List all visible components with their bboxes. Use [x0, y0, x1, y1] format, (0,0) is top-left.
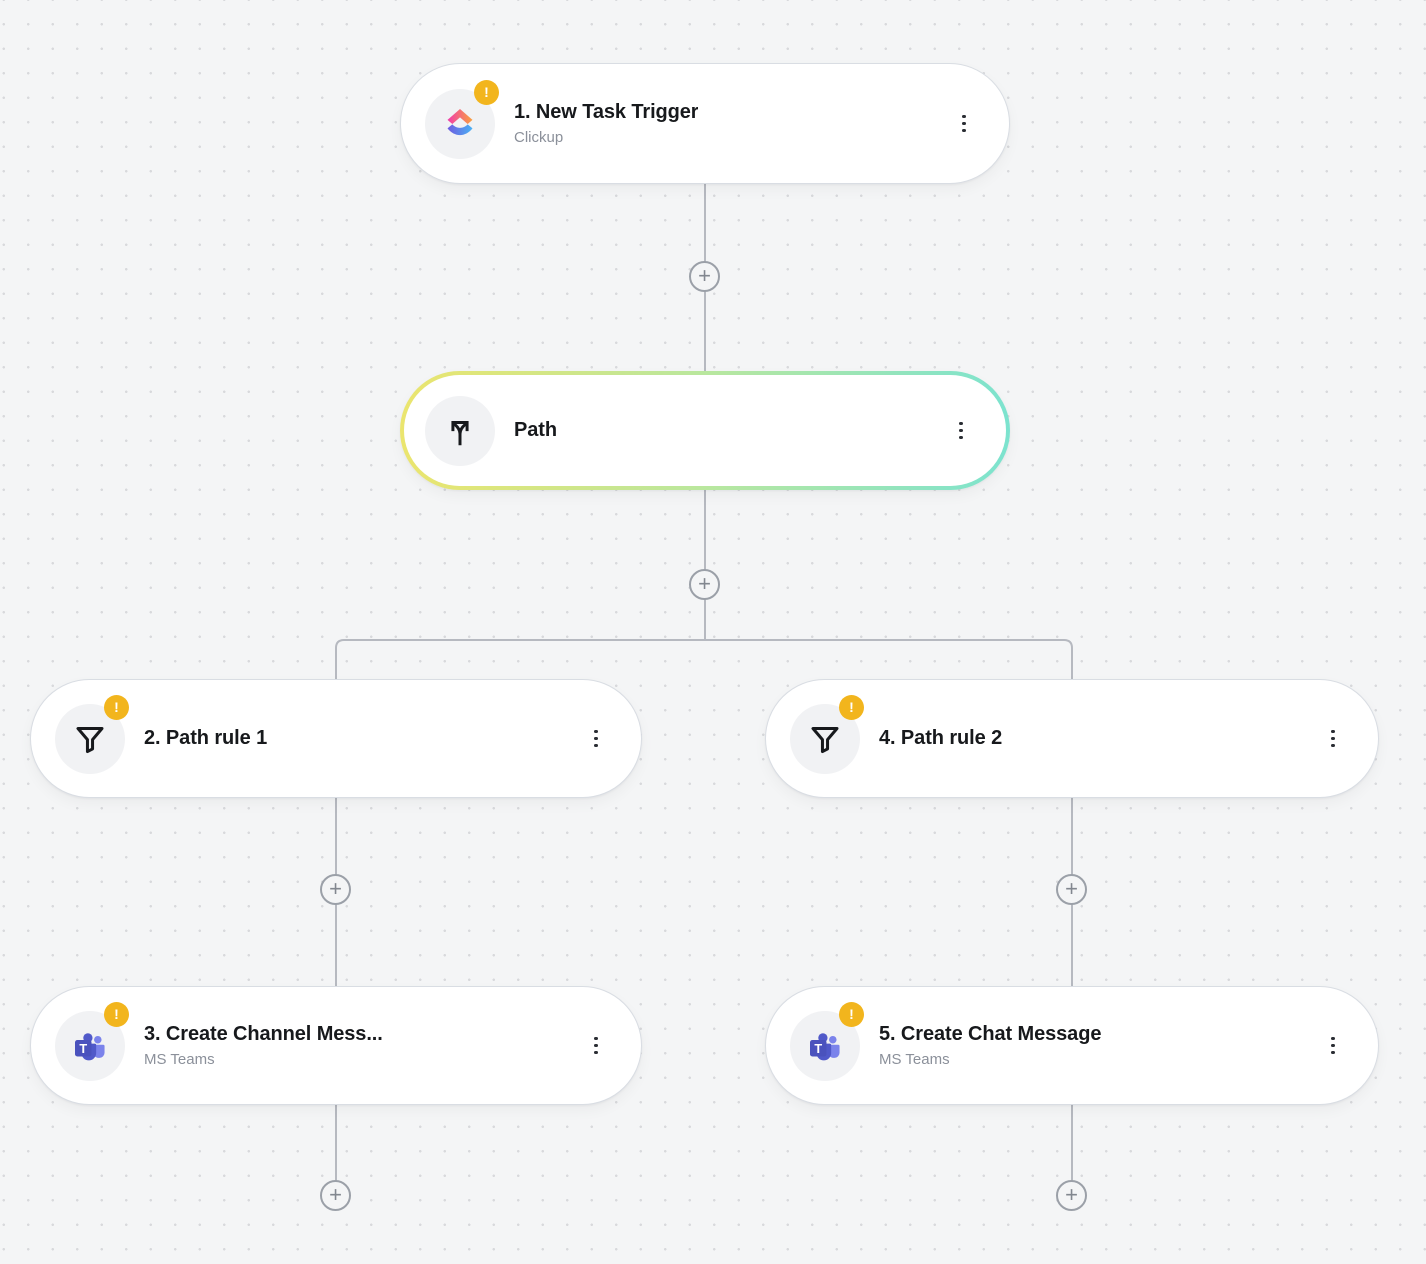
node-app-name: MS Teams [879, 1051, 950, 1068]
add-step-button[interactable]: + [689, 569, 720, 600]
node-title: 1. New Task Trigger [514, 101, 699, 123]
filter-icon [811, 726, 839, 753]
path-icon-circle [425, 395, 495, 466]
filter-icon [76, 726, 104, 753]
kebab-menu-icon[interactable] [1320, 1026, 1346, 1066]
plus-icon: + [1065, 1181, 1078, 1207]
kebab-menu-icon[interactable] [583, 719, 609, 759]
node-create-channel-message[interactable]: T ! 3. Create Channel Mess... MS Teams [30, 986, 642, 1105]
clickup-icon [447, 108, 473, 135]
path-split-icon [451, 420, 469, 445]
node-title: 3. Create Channel Mess... [144, 1023, 383, 1045]
node-create-chat-message[interactable]: T ! 5. Create Chat Message MS Teams [765, 986, 1379, 1105]
add-step-button[interactable]: + [689, 261, 720, 292]
node-app-name: Clickup [514, 129, 564, 146]
add-step-button[interactable]: + [320, 874, 351, 905]
filter-icon-circle: ! [790, 694, 864, 774]
app-icon-circle: ! [425, 79, 499, 159]
kebab-menu-icon[interactable] [1320, 719, 1346, 759]
ms-teams-icon: T [810, 1032, 840, 1060]
kebab-menu-icon[interactable] [948, 411, 974, 451]
node-path-rule-2[interactable]: ! 4. Path rule 2 [765, 679, 1379, 798]
plus-icon: + [329, 1181, 342, 1207]
node-path[interactable]: Path [400, 371, 1010, 490]
filter-icon-circle: ! [55, 694, 129, 774]
app-icon-circle: T ! [790, 1001, 864, 1081]
warning-badge-icon: ! [839, 1001, 864, 1027]
plus-icon: + [1065, 875, 1078, 901]
node-path-rule-1[interactable]: ! 2. Path rule 1 [30, 679, 642, 798]
add-step-button[interactable]: + [1056, 1180, 1087, 1211]
kebab-menu-icon[interactable] [951, 104, 977, 144]
node-title: 4. Path rule 2 [879, 727, 1003, 749]
svg-text:T: T [814, 1041, 822, 1056]
ms-teams-icon: T [75, 1032, 105, 1060]
node-title: 2. Path rule 1 [144, 727, 268, 749]
warning-badge-icon: ! [104, 1001, 129, 1027]
node-new-task-trigger[interactable]: ! 1. New Task Trigger Clickup [400, 63, 1010, 184]
plus-icon: + [698, 570, 711, 596]
svg-text:T: T [79, 1041, 87, 1056]
plus-icon: + [698, 262, 711, 288]
app-icon-circle: T ! [55, 1001, 129, 1081]
add-step-button[interactable]: + [1056, 874, 1087, 905]
plus-icon: + [329, 875, 342, 901]
node-title: Path [514, 419, 557, 441]
kebab-menu-icon[interactable] [583, 1026, 609, 1066]
node-app-name: MS Teams [144, 1051, 215, 1068]
warning-badge-icon: ! [474, 79, 499, 105]
add-step-button[interactable]: + [320, 1180, 351, 1211]
warning-badge-icon: ! [104, 694, 129, 720]
warning-badge-icon: ! [839, 694, 864, 720]
node-title: 5. Create Chat Message [879, 1023, 1102, 1045]
